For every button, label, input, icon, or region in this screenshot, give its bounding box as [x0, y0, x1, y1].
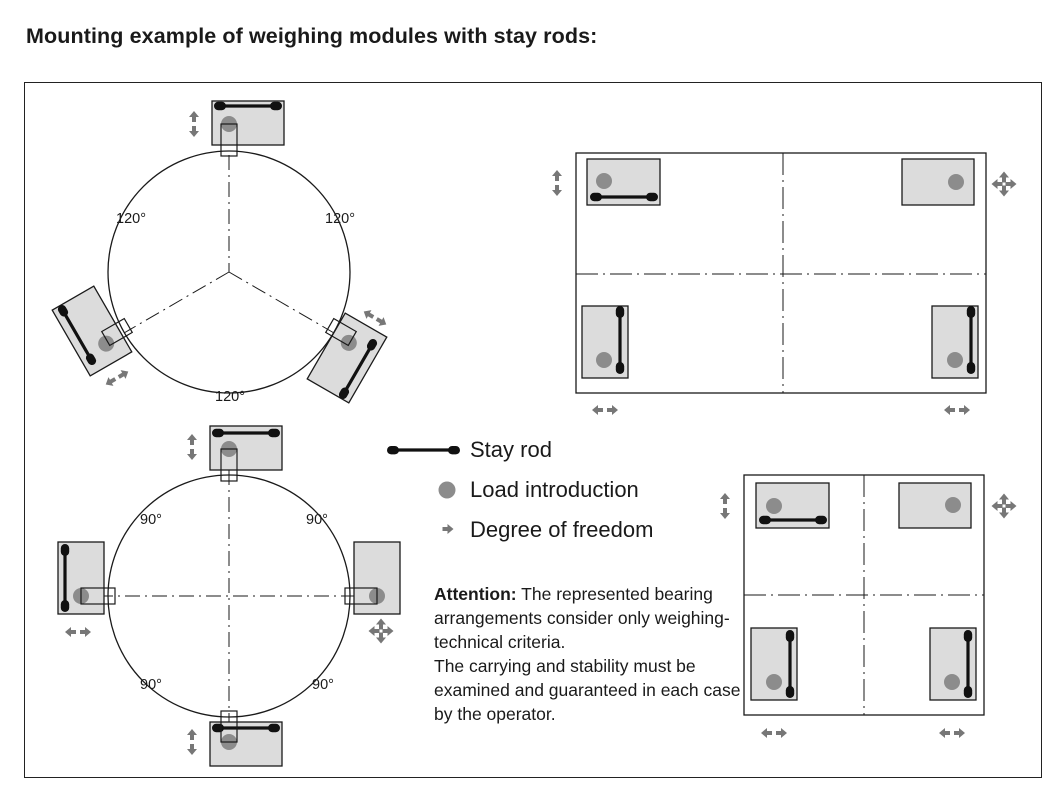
stay-rod-icon	[387, 446, 460, 455]
weighing-module	[209, 710, 283, 767]
degree-of-freedom-icon	[939, 728, 965, 738]
degree-of-freedom-icon	[187, 434, 197, 460]
angle-label: 90°	[312, 677, 334, 693]
mounting-bracket	[100, 317, 134, 347]
weighing-module	[209, 425, 283, 482]
weighing-module	[901, 158, 975, 206]
weighing-module	[344, 541, 401, 615]
degree-of-freedom-icon	[189, 111, 199, 137]
four-module-round-arrangement: 90° 90° 90° 90°	[57, 425, 401, 767]
axis-line	[228, 271, 335, 334]
weighing-module	[898, 482, 972, 529]
mounting-bracket	[220, 123, 238, 157]
degree-of-freedom-icon	[442, 524, 454, 534]
legend-load-introduction-label: Load introduction	[470, 477, 639, 502]
angle-label: 120°	[325, 211, 355, 227]
degree-of-freedom-icon	[552, 170, 562, 196]
platform-outline	[575, 152, 987, 394]
attention-line2: The carrying and stability must be exami…	[434, 656, 741, 724]
weighing-module	[581, 304, 629, 379]
degree-of-freedom-icon	[992, 494, 1017, 519]
mounting-bracket	[324, 317, 358, 347]
attention-note: Attention: The represented bearing arran…	[434, 582, 744, 726]
weighing-module	[931, 304, 979, 379]
four-module-rectangular-arrangement	[552, 152, 1017, 415]
attention-heading: Attention:	[434, 584, 517, 604]
degree-of-freedom-icon	[187, 729, 197, 755]
weighing-module	[211, 100, 285, 157]
angle-label: 120°	[116, 211, 146, 227]
angle-label: 90°	[140, 677, 162, 693]
degree-of-freedom-icon	[369, 619, 394, 644]
legend-degree-of-freedom-label: Degree of freedom	[470, 517, 653, 542]
four-module-square-arrangement	[720, 474, 1017, 738]
weighing-module	[929, 627, 977, 701]
axis-line	[123, 271, 230, 334]
legend: Stay rod Load introduction Degree of fre…	[387, 437, 653, 542]
weighing-module	[57, 541, 116, 615]
page-title: Mounting example of weighing modules wit…	[26, 24, 598, 48]
load-introduction-icon	[438, 481, 456, 499]
angle-label: 90°	[140, 512, 162, 528]
weighing-module	[755, 482, 830, 529]
angle-label: 90°	[306, 512, 328, 528]
degree-of-freedom-icon	[103, 367, 131, 389]
weighing-module	[306, 312, 388, 404]
degree-of-freedom-icon	[720, 493, 730, 519]
weighing-module	[586, 158, 661, 206]
angle-label: 120°	[215, 389, 245, 405]
degree-of-freedom-icon	[65, 627, 91, 637]
support-circle	[107, 150, 351, 394]
weighing-module	[51, 285, 133, 377]
weighing-module	[750, 627, 798, 701]
legend-stay-rod-label: Stay rod	[470, 437, 552, 462]
degree-of-freedom-icon	[944, 405, 970, 415]
degree-of-freedom-icon	[592, 405, 618, 415]
degree-of-freedom-icon	[761, 728, 787, 738]
attention-line1: The represented bearing arrangements con…	[434, 584, 730, 652]
three-module-arrangement: 120° 120° 120°	[51, 100, 389, 405]
degree-of-freedom-icon	[992, 172, 1017, 197]
diagram-frame	[24, 82, 1042, 778]
